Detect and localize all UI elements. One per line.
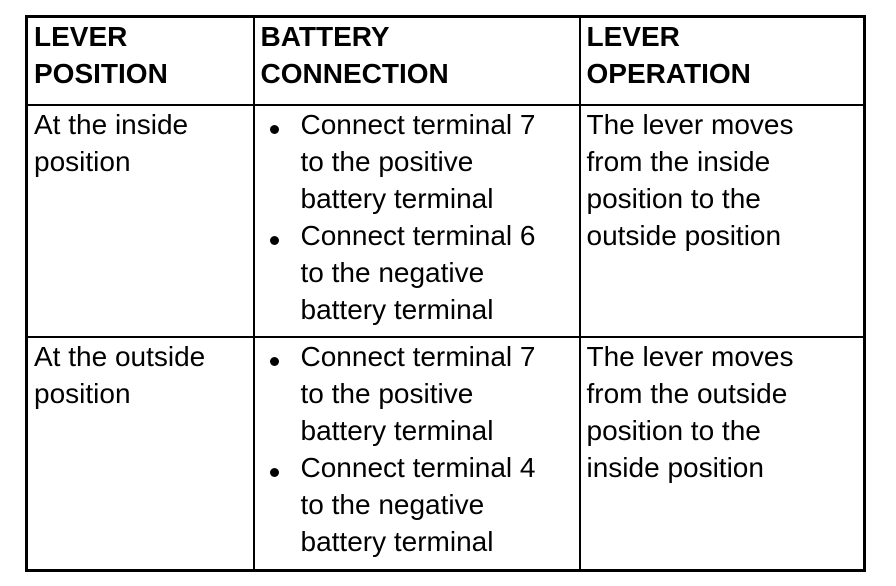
lever-position-cell: At the inside position	[25, 103, 255, 338]
lever-position-cell: At the outside position	[25, 335, 255, 572]
list-item: Connect terminal 4 to the negative batte…	[261, 449, 563, 560]
bullet-icon	[269, 235, 279, 245]
column-header-lever-position: LEVER POSITION	[25, 15, 255, 106]
lever-operation-cell: The lever moves from the outside positio…	[578, 335, 866, 572]
table-row: At the outside position Connect terminal…	[25, 335, 866, 572]
battery-connection-list: Connect terminal 7 to the positive batte…	[261, 107, 563, 328]
list-item-text: Connect terminal 7 to the positive batte…	[300, 340, 536, 446]
table-header-row: LEVER POSITION BATTERY CONNECTION LEVER …	[25, 15, 866, 106]
bullet-icon	[269, 356, 279, 366]
battery-connection-cell: Connect terminal 7 to the positive batte…	[252, 335, 581, 572]
list-item-text: Connect terminal 6 to the negative batte…	[300, 219, 536, 325]
bullet-icon	[269, 124, 279, 134]
battery-connection-cell: Connect terminal 7 to the positive batte…	[252, 103, 581, 338]
list-item-text: Connect terminal 4 to the negative batte…	[300, 451, 536, 557]
column-header-lever-operation: LEVER OPERATION	[578, 15, 866, 106]
battery-connection-list: Connect terminal 7 to the positive batte…	[261, 339, 563, 560]
lever-operation-table: LEVER POSITION BATTERY CONNECTION LEVER …	[25, 15, 866, 572]
list-item: Connect terminal 7 to the positive batte…	[261, 107, 563, 217]
lever-operation-cell: The lever moves from the inside position…	[578, 103, 866, 338]
list-item-text: Connect terminal 7 to the positive batte…	[300, 108, 536, 214]
list-item: Connect terminal 6 to the negative batte…	[261, 217, 563, 328]
column-header-battery-connection: BATTERY CONNECTION	[252, 15, 581, 106]
table-row: At the inside position Connect terminal …	[25, 103, 866, 338]
bullet-icon	[269, 467, 279, 477]
list-item: Connect terminal 7 to the positive batte…	[261, 339, 563, 449]
